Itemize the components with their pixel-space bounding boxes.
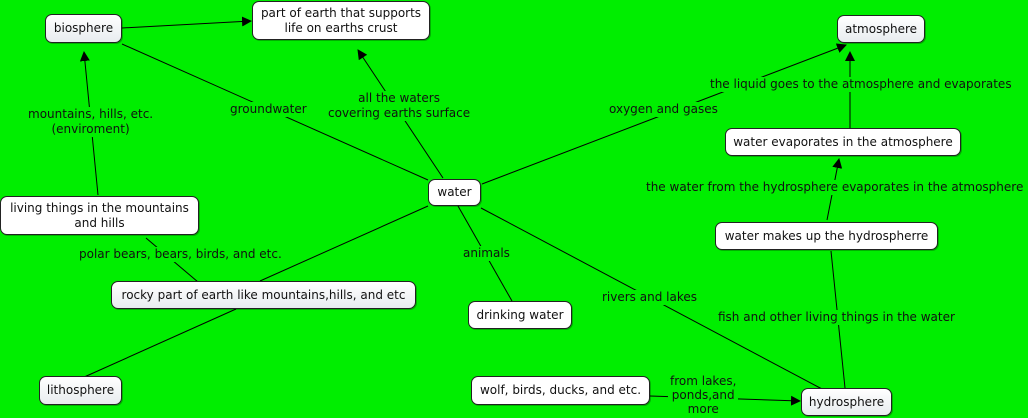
node-hydrosphere[interactable]: hydrosphere — [801, 388, 892, 416]
label-rivers-lakes: rivers and lakes — [600, 290, 699, 305]
label-oxygen-gases: oxygen and gases — [607, 102, 720, 117]
link-rocky-lithosphere — [81, 308, 237, 379]
label-water-from-hydro: the water from the hydrosphere evaporate… — [644, 180, 1026, 195]
node-water[interactable]: water — [428, 179, 481, 206]
node-earth-life[interactable]: part of earth that supports life on eart… — [252, 1, 430, 40]
node-drinking-water[interactable]: drinking water — [468, 301, 572, 329]
label-groundwater: groundwater — [228, 102, 309, 117]
link-water-rocky — [259, 205, 429, 282]
label-all-waters: all the waters covering earths surface — [326, 91, 473, 121]
node-biosphere[interactable]: biosphere — [45, 14, 122, 43]
label-fish: fish and other living things in the wate… — [716, 310, 957, 325]
node-living-things[interactable]: living things in the mountains and hills — [0, 196, 199, 235]
node-wolf-birds[interactable]: wolf, birds, ducks, and etc. — [471, 376, 650, 405]
node-lithosphere[interactable]: lithosphere — [39, 376, 122, 405]
label-mountains-hills: mountains, hills, etc. (enviroment) — [26, 107, 156, 137]
label-animals: animals — [461, 246, 512, 261]
label-from-lakes: from lakes, ponds,and more — [668, 374, 739, 416]
node-water-makes-up[interactable]: water makes up the hydrospherre — [715, 222, 938, 250]
link-biosphere-earthlife — [121, 16, 252, 29]
node-atmosphere[interactable]: atmosphere — [837, 15, 925, 43]
label-polar-bears: polar bears, bears, birds, and etc. — [77, 247, 284, 262]
label-liquid-goes: the liquid goes to the atmosphere and ev… — [708, 77, 1014, 92]
node-rocky-part[interactable]: rocky part of earth like mountains,hills… — [111, 281, 416, 309]
node-water-evaporates[interactable]: water evaporates in the atmosphere — [725, 128, 961, 156]
